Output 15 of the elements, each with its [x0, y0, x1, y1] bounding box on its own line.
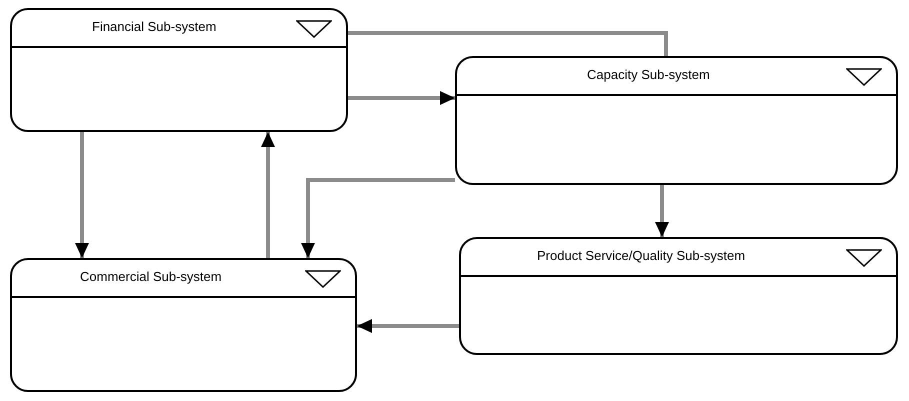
subsystem-box	[459, 237, 898, 355]
arrow	[75, 132, 89, 258]
arrow	[348, 91, 455, 105]
arrow	[261, 132, 275, 258]
subsystem-title: Commercial Sub-system	[80, 269, 222, 284]
connector-line	[348, 31, 668, 56]
subsystem-title: Product Service/Quality Sub-system	[537, 248, 746, 263]
subsystem-box	[10, 258, 357, 392]
arrow	[655, 185, 669, 237]
arrow	[301, 178, 455, 258]
arrow	[357, 319, 459, 333]
subsystem-title: Capacity Sub-system	[587, 67, 710, 82]
subsystem-box	[10, 8, 348, 132]
subsystem-title: Financial Sub-system	[92, 19, 216, 34]
subsystem-box	[455, 56, 898, 185]
